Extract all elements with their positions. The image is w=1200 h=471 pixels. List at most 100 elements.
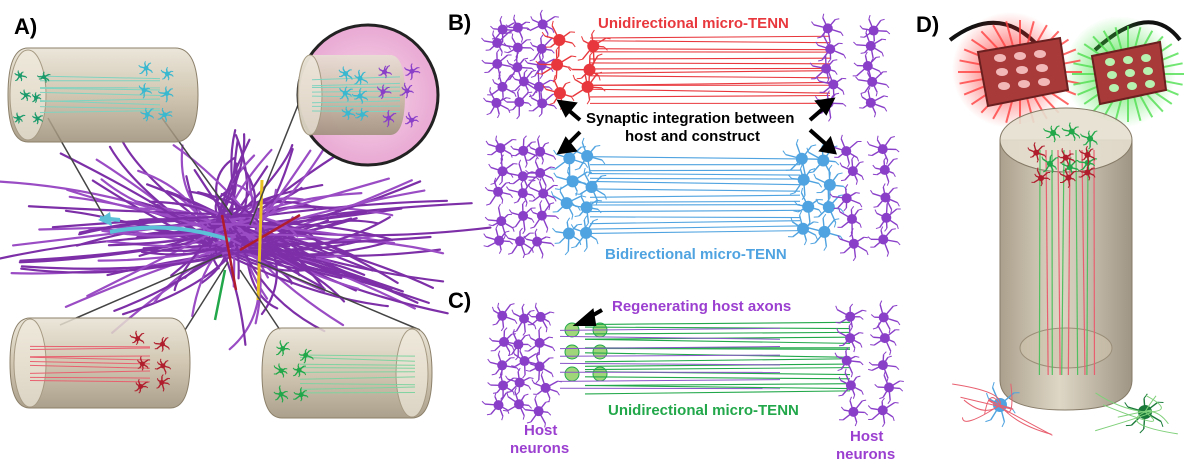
host-neuron [872,156,898,186]
neuron [1061,122,1081,141]
construct-neuron [787,210,819,246]
axon [589,230,801,235]
neuron [129,330,145,346]
host-neuron [523,228,555,259]
green-led-array [1090,40,1168,106]
neuron [138,61,153,77]
integration-text-line2: host and construct [625,128,761,145]
led [1105,58,1115,66]
neuron [339,86,353,102]
axon [29,347,151,350]
axon [584,321,851,326]
host-neuron [839,396,869,427]
axon [29,380,151,383]
host-neuron [525,135,557,165]
connector-line [249,99,301,226]
neuron [405,112,419,128]
neuron [298,348,314,364]
host-neuron [867,226,901,257]
construct-neuron [782,139,822,181]
microtenn-top-left [7,47,199,143]
axon [584,331,851,335]
axon [589,75,831,79]
axon [29,364,151,369]
axon [1086,149,1089,376]
host-neuron [481,49,514,80]
axon [589,172,801,176]
neuron [134,379,149,394]
axon [39,100,161,106]
host-neuron [866,135,900,165]
axon [589,35,831,39]
neuron [137,356,151,371]
axon [1038,149,1041,376]
axon [589,194,801,198]
axon [589,48,831,51]
led [998,82,1010,90]
unidirectional-microtenn-diagram [481,9,891,122]
axon [311,100,401,104]
regenerating-axons-label: Regenerating host axons [612,298,792,315]
construct-neuron [564,344,580,360]
integration-text-line1: Synaptic integration between [586,110,795,127]
host-neuron [531,371,562,403]
axon [39,87,161,91]
axon [311,82,401,87]
led [1127,82,1137,90]
neuron [156,374,171,392]
axon [559,335,781,340]
axon [584,383,851,387]
host-neuron [839,155,864,185]
axon [39,110,161,114]
host-neuron [527,178,558,211]
microtenn-bottom-right [261,327,433,419]
host-neuron [508,200,536,235]
host-neurons-left-line2: neurons [510,440,570,457]
unidirectional-title-c: Unidirectional micro-TENN [608,402,799,419]
axon [584,363,851,367]
host-neuron [503,33,535,62]
construct-neuron [567,70,606,105]
axon [589,200,801,203]
panel-c-artwork [481,300,904,428]
neuron [355,107,369,121]
construct-neuron [788,164,823,200]
host-neuron [874,371,904,405]
axon [584,358,851,363]
cyan-arrowhead [98,212,112,226]
axon [589,62,831,65]
host-neuron [809,51,838,84]
neuron [1058,148,1076,167]
host-neuron [484,203,515,240]
axon [589,40,831,44]
host-neuron [838,368,864,399]
bidirectional-title: Bidirectional micro-TENN [605,246,787,263]
neuron [1080,130,1098,150]
host-neuron [511,303,537,336]
axon [29,360,151,365]
neuron [14,70,28,82]
host-neuron [859,14,891,45]
host-neuron [511,69,538,95]
host-neuron [510,135,539,168]
regen-arrow [572,308,603,326]
host-neuron [815,31,847,63]
host-neurons-right-line1: Host [850,428,884,445]
neuron [31,92,42,103]
axon [1067,149,1071,376]
host-neurons-right-line2: neurons [836,446,896,463]
panel-label-a: A) [14,14,38,39]
red-led-array [976,36,1070,108]
host-neuron [483,87,511,119]
panel-b-artwork [481,9,901,262]
led [1141,54,1151,62]
panel-label-b: B) [448,10,472,35]
neuron [1031,167,1051,187]
axon [311,76,401,81]
axon [589,156,801,160]
connector-line [59,254,223,326]
axon [589,67,831,70]
axon [559,379,781,382]
neuron [399,82,414,99]
construct-neuron [541,20,576,61]
